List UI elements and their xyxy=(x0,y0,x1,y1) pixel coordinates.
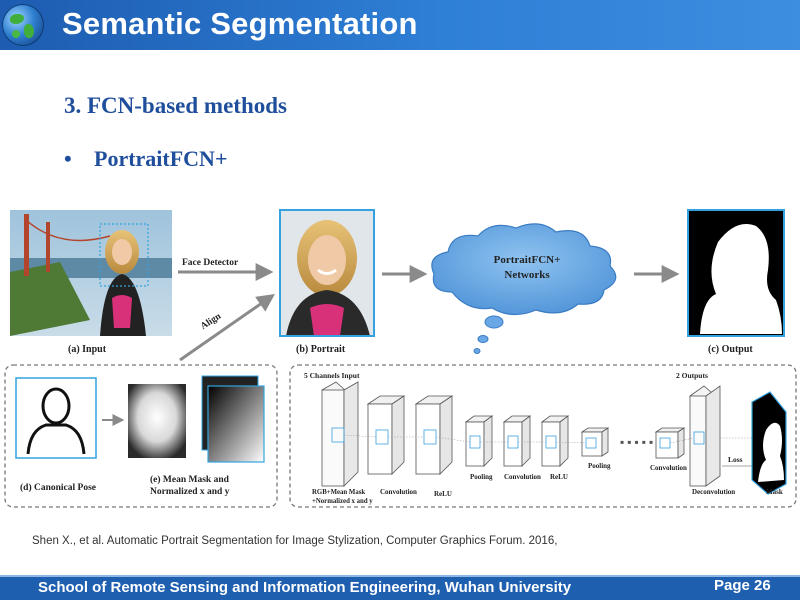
pooling-label-1: Pooling xyxy=(470,473,493,481)
output-mask-small xyxy=(751,391,787,495)
footer-school: School of Remote Sensing and Information… xyxy=(38,579,572,596)
slide-title: Semantic Segmentation xyxy=(62,6,418,41)
canonical-pose-icon xyxy=(15,377,97,459)
bullet-text: PortraitFCN+ xyxy=(94,146,228,171)
caption-output: (c) Output xyxy=(708,344,753,355)
portrait-photo xyxy=(279,209,375,337)
conv-label-3: Convolution xyxy=(650,464,687,472)
citation: Shen X., et al. Automatic Portrait Segme… xyxy=(32,535,558,547)
title-bar xyxy=(0,0,800,50)
align-label: Align xyxy=(199,311,224,332)
bullet-dot: • xyxy=(64,146,72,171)
normalized-y-image xyxy=(207,385,265,463)
relu-label-1: ReLU xyxy=(434,490,452,498)
output-mask xyxy=(687,209,785,337)
input-layer-label-1: RGB+Mean Mask xyxy=(312,489,365,496)
loss-label: Loss xyxy=(728,455,743,464)
bullet-item: • PortraitFCN+ xyxy=(64,146,227,172)
mask-label: Mask xyxy=(766,488,783,496)
preprocess-panel xyxy=(4,364,278,508)
pooling-label-2: Pooling xyxy=(588,462,611,470)
network-panel xyxy=(289,364,797,508)
caption-canonical-pose: (d) Canonical Pose xyxy=(20,482,96,493)
caption-input: (a) Input xyxy=(68,344,107,355)
face-detector-label: Face Detector xyxy=(182,258,239,268)
portraitfcn-network-cloud xyxy=(431,223,617,354)
portraitfcn-figure: (a) Input Face Detector Align (b) Portra… xyxy=(4,209,797,508)
cloud-line-2: Networks xyxy=(504,269,550,281)
ellipsis-dots: ▪ ▪ ▪ ▪ ▪ xyxy=(620,435,653,449)
align-arrow xyxy=(179,293,275,362)
conv-label-1: Convolution xyxy=(380,488,417,496)
section-heading: 3. FCN-based methods xyxy=(64,93,287,118)
footer-bar xyxy=(0,575,800,600)
page-number: Page 26 xyxy=(714,577,771,594)
globe-logo-icon xyxy=(2,4,44,46)
input-layer-label-2: +Normalized x and y xyxy=(312,498,373,505)
caption-mean-mask-1: (e) Mean Mask and xyxy=(150,474,230,485)
caption-portrait: (b) Portrait xyxy=(296,344,346,355)
network-input-title: 5 Channels Input xyxy=(304,371,360,380)
conv-label-2: Convolution xyxy=(504,473,541,481)
deconv-label: Deconvolution xyxy=(692,488,735,496)
cloud-line-1: PortraitFCN+ xyxy=(494,254,561,266)
mean-mask-image xyxy=(128,384,186,458)
input-photo xyxy=(10,210,172,336)
caption-mean-mask-2: Normalized x and y xyxy=(150,487,230,497)
relu-label-2: ReLU xyxy=(550,473,568,481)
network-output-title: 2 Outputs xyxy=(676,371,708,380)
kernel-lines xyxy=(343,434,752,444)
